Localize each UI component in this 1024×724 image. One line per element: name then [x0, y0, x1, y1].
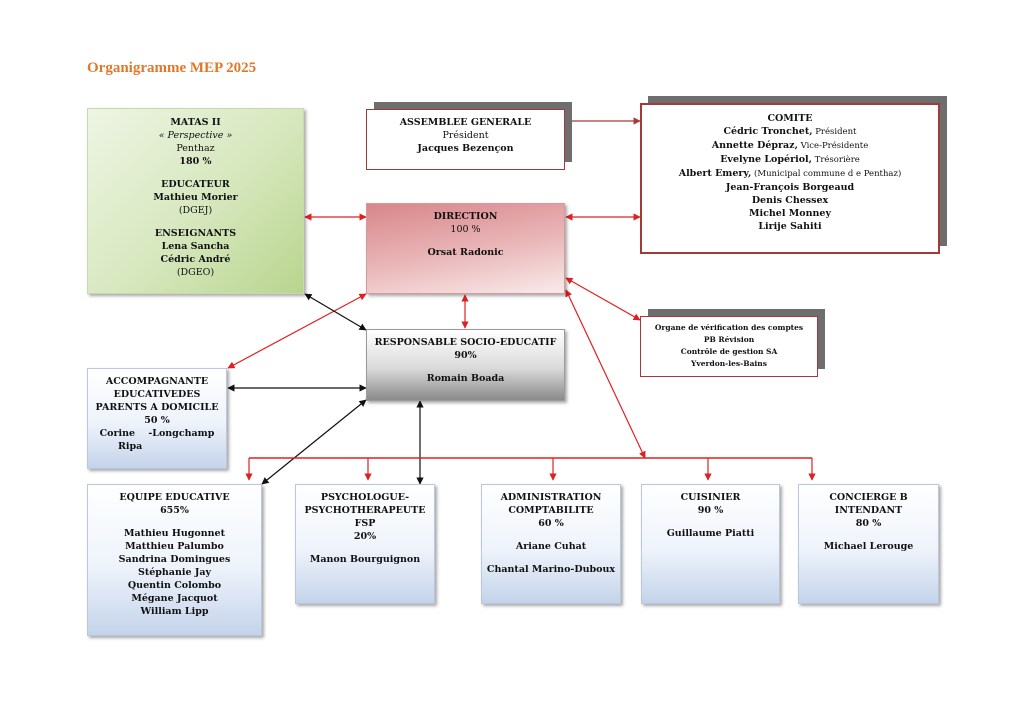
cuisinier-name: Guillaume Piatti: [666, 528, 755, 539]
equipe-member: Matthieu Palumbo: [125, 541, 224, 552]
accompagnante-box: ACCOMPAGNANTE EDUCATIVEDES PARENTS A DOM…: [87, 368, 227, 469]
educateur-name: Mathieu Morier: [153, 192, 238, 203]
matas-percent: 180 %: [179, 156, 212, 167]
comite-member: Jean-François Borgeaud: [725, 182, 855, 193]
administration-box: ADMINISTRATION COMPTABILITE 60 % Ariane …: [481, 484, 621, 604]
organe-line3: Contrôle de gestion SA: [680, 347, 778, 356]
equipe-box: EQUIPE EDUCATIVE 655% Mathieu Hugonnet M…: [87, 484, 262, 636]
comite-member: Albert Emery, (Municipal commune d e Pen…: [678, 168, 902, 179]
enseignants-title: ENSEIGNANTS: [154, 228, 237, 239]
accompagnante-line1: ACCOMPAGNANTE: [105, 376, 209, 387]
organe-line1: Organe de vérification des comptes: [654, 323, 804, 332]
enseignant-name: Cédric André: [160, 254, 231, 265]
equipe-member: Sandrina Domingues: [118, 554, 231, 565]
equipe-title: EQUIPE EDUCATIVE: [119, 492, 230, 503]
equipe-percent: 655%: [160, 505, 189, 516]
concierge-box: CONCIERGE B INTENDANT 80 % Michael Lerou…: [798, 484, 939, 604]
cuisinier-title: CUISINIER: [680, 492, 741, 503]
equipe-member: Mégane Jacquot: [131, 593, 218, 604]
assemblee-name: Jacques Bezençon: [417, 143, 514, 154]
administration-line1: ADMINISTRATION: [500, 492, 602, 503]
comite-member: Annette Dépraz, Vice-Présidente: [711, 140, 869, 151]
assemblee-title: ASSEMBLEE GENERALE: [399, 117, 532, 128]
comite-title: COMITE: [767, 113, 813, 124]
assemblee-role: Président: [442, 130, 489, 141]
responsable-box: RESPONSABLE SOCIO-EDUCATIF 90% Romain Bo…: [366, 329, 565, 401]
direction-cuisinier-connector: [565, 289, 646, 459]
organe-box: Organe de vérification des comptes PB Ré…: [640, 316, 818, 377]
comite-box: COMITE Cédric Tronchet, Président Annett…: [640, 103, 940, 254]
comite-member: Lirije Sahiti: [758, 221, 822, 232]
concierge-name: Michael Lerouge: [823, 541, 914, 552]
responsable-equipe-connector: [261, 399, 367, 485]
responsable-title: RESPONSABLE SOCIO-EDUCATIF: [374, 337, 557, 348]
cuisinier-percent: 90 %: [697, 505, 724, 516]
responsable-percent: 90%: [454, 350, 477, 361]
psychologue-line2: PSYCHOTHERAPEUTE: [304, 505, 426, 516]
educateur-org: (DGEJ): [178, 205, 213, 216]
direction-box: DIRECTION 100 % Orsat Radonic: [366, 203, 565, 294]
concierge-line2: INTENDANT: [834, 505, 903, 516]
educateur-title: EDUCATEUR: [161, 179, 230, 190]
psychologue-line1: PSYCHOLOGUE-: [320, 492, 410, 503]
comite-member: Cédric Tronchet, Président: [723, 126, 857, 137]
direction-title: DIRECTION: [433, 211, 498, 222]
psychologue-name: Manon Bourguignon: [309, 554, 421, 565]
organe-line4: Yverdon-les-Bains: [691, 359, 767, 368]
direction-accompagnante-connector: [227, 293, 367, 369]
administration-line2: COMPTABILITE: [508, 505, 594, 516]
page-title: Organigramme MEP 2025: [87, 60, 257, 76]
accompagnante-names2: Ripa: [118, 441, 143, 452]
organe-line2: PB Révision: [703, 335, 755, 344]
administration-percent: 60 %: [538, 518, 564, 529]
assemblee-box: ASSEMBLEE GENERALE Président Jacques Bez…: [366, 109, 565, 170]
matas-responsable-connector: [304, 293, 367, 331]
psychologue-box: PSYCHOLOGUE- PSYCHOTHERAPEUTE FSP 20% Ma…: [295, 484, 435, 604]
concierge-line1: CONCIERGE B: [829, 492, 908, 503]
comite-member: Evelyne Lopériol, Trésorière: [720, 154, 860, 165]
equipe-member: Quentin Colombo: [127, 580, 222, 591]
comite-member: Denis Chessex: [751, 195, 829, 206]
direction-percent: 100 %: [450, 224, 481, 235]
accompagnante-line3: PARENTS A DOMICILE: [95, 402, 219, 413]
accompagnante-names: Corine -Longchamp: [99, 428, 215, 439]
comite-member: Michel Monney: [748, 208, 831, 219]
psychologue-line3: FSP: [354, 518, 376, 529]
matas-name: MATAS II: [170, 117, 221, 128]
accompagnante-percent: 50 %: [144, 415, 170, 426]
matas-subtitle: « Perspective »: [158, 130, 233, 141]
enseignants-org: (DGEO): [176, 267, 215, 278]
accompagnante-line2: EDUCATIVEDES: [113, 389, 201, 400]
matas-box: MATAS II « Perspective » Penthaz 180 % E…: [87, 108, 304, 294]
enseignant-name: Lena Sancha: [161, 241, 230, 252]
administration-name: Chantal Marino-Duboux: [486, 564, 616, 575]
equipe-member: Mathieu Hugonnet: [124, 528, 225, 539]
cuisinier-box: CUISINIER 90 % Guillaume Piatti: [641, 484, 780, 604]
matas-place: Penthaz: [176, 143, 215, 154]
responsable-name: Romain Boada: [426, 373, 505, 384]
equipe-member: William Lipp: [140, 606, 209, 617]
psychologue-percent: 20%: [353, 531, 377, 542]
equipe-member: Stéphanie Jay: [137, 567, 212, 578]
concierge-percent: 80 %: [855, 518, 882, 529]
administration-name: Ariane Cuhat: [515, 541, 587, 552]
direction-name: Orsat Radonic: [427, 247, 504, 258]
